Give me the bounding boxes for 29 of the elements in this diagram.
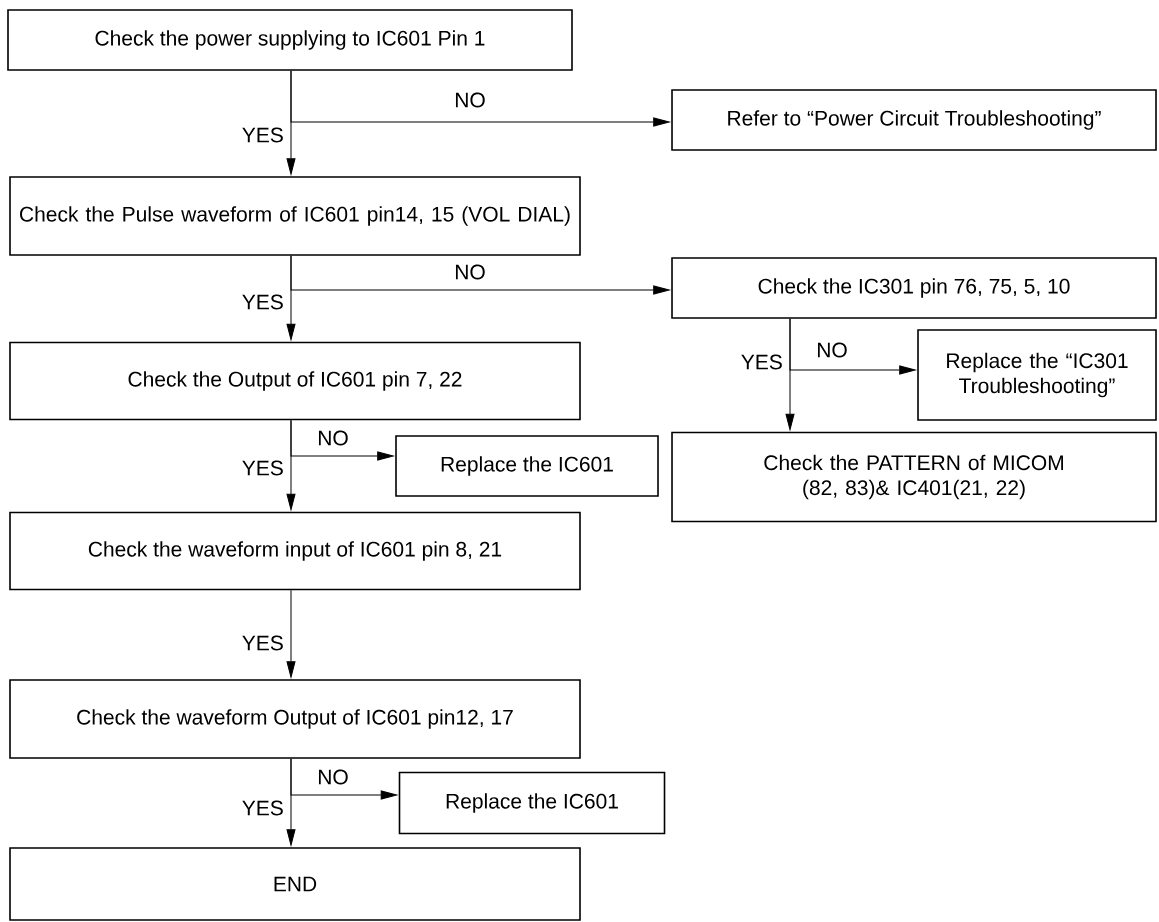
edge-label: YES <box>242 127 283 143</box>
edge-label: NO <box>456 264 485 280</box>
process-box: Check the PATTERN of MICOM (82, 83)& IC401(21, 22) <box>671 431 1157 523</box>
process-box: END <box>9 847 581 921</box>
process-box: Check the power supplying to IC601 Pin 1 <box>7 9 573 71</box>
process-box: Replace the IC601 <box>398 771 666 835</box>
edge-label: NO <box>456 92 485 108</box>
edge-label: YES <box>242 800 283 816</box>
process-box: Check the Output of IC601 pin 7, 22 <box>9 341 581 421</box>
arrow <box>286 70 296 175</box>
process-box: Check the waveform Output of IC601 pin12, 17 <box>9 679 581 759</box>
edge-label: YES <box>741 354 782 370</box>
process-box: Refer to “Power Circuit Troubleshooting” <box>671 89 1157 151</box>
edge-label: YES <box>242 294 283 310</box>
arrow <box>286 419 296 511</box>
process-box: Check the Pulse waveform of IC601 pin14, 15 (VOL DIAL) <box>9 176 581 256</box>
arrow <box>785 318 795 431</box>
edge-label: NO <box>818 342 847 358</box>
process-box: Replace the “IC301 Troubleshooting” <box>917 329 1157 421</box>
edge-label: NO <box>319 430 348 446</box>
process-box: Check the IC301 pin 76, 75, 5, 10 <box>671 257 1157 319</box>
process-box: Check the waveform input of IC601 pin 8, 21 <box>9 511 581 591</box>
arrow <box>286 589 296 678</box>
arrow <box>286 255 296 341</box>
edge-label: YES <box>242 460 283 476</box>
process-box: Replace the IC601 <box>395 435 659 497</box>
edge-label: NO <box>319 769 348 785</box>
arrow <box>286 758 296 846</box>
edge-label: YES <box>242 635 283 651</box>
